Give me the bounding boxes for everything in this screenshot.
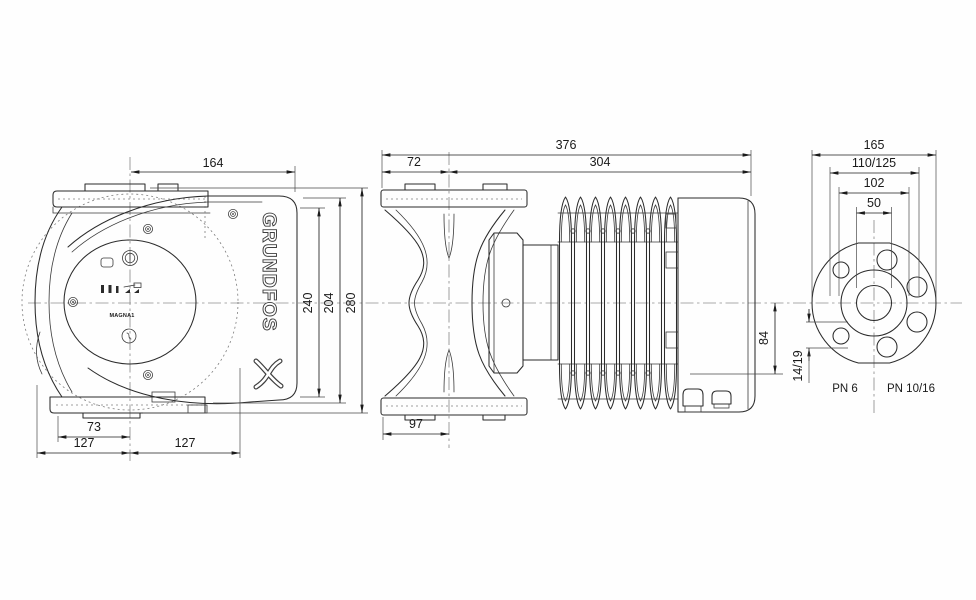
- dim-front-204: 204: [213, 197, 346, 404]
- dim-front-73: 73: [57, 416, 131, 442]
- screw-icon: [227, 208, 239, 220]
- pn10-16-label: PN 10/16: [887, 383, 935, 395]
- dim-label-14-19: 14/19: [791, 350, 805, 381]
- dim-end-102: 102: [838, 176, 910, 195]
- screw-icon: [142, 223, 154, 235]
- dim-front-240: 240: [300, 207, 325, 398]
- dim-label-73: 73: [87, 420, 101, 434]
- screw-icon: [67, 296, 79, 308]
- dim-label-97: 97: [409, 417, 423, 431]
- dim-label-165: 165: [864, 138, 885, 152]
- display-icon: [100, 257, 114, 268]
- side-view: 376 72 304 97 84: [380, 138, 783, 448]
- model-label: MAGNA1: [109, 313, 134, 319]
- dim-front-280: 280: [143, 187, 368, 414]
- side-bottom-foot: [380, 397, 528, 421]
- dim-front-127-left: 127: [36, 385, 131, 458]
- bolt-holes: [832, 249, 928, 358]
- dim-side-97: 97: [382, 417, 450, 440]
- dim-end-50: 50: [856, 196, 892, 215]
- end-extension-lines: [811, 150, 937, 300]
- dim-label-102: 102: [864, 176, 885, 190]
- pn6-label: PN 6: [832, 383, 858, 395]
- setting-icons: [123, 282, 142, 293]
- led-bars-icon: [101, 285, 119, 293]
- dim-side-72: 72: [381, 155, 450, 174]
- dim-label-376: 376: [556, 138, 577, 152]
- cable-gland-icon: [711, 390, 732, 409]
- front-bottom-foot: [49, 396, 206, 419]
- dim-label-110-125: 110/125: [852, 156, 896, 170]
- dim-label-164: 164: [203, 156, 224, 170]
- dim-front-164: 164: [130, 156, 296, 192]
- side-top-flange: [380, 183, 528, 208]
- top-button-icon: [122, 250, 138, 266]
- side-end-cap: [677, 197, 756, 413]
- dim-label-50: 50: [867, 196, 881, 210]
- grundfos-x-logo-icon: [253, 358, 284, 390]
- dim-label-127-left: 127: [74, 436, 95, 450]
- flange-outline: [811, 242, 937, 364]
- front-volute-body: [34, 206, 73, 398]
- control-panel: MAGNA1: [63, 239, 197, 365]
- dim-side-304: 304: [448, 155, 752, 174]
- dim-label-72: 72: [407, 155, 421, 169]
- dim-side-84: 84: [690, 302, 783, 375]
- control-box-outline: [67, 195, 298, 414]
- dim-label-280: 280: [344, 293, 358, 314]
- dim-label-304: 304: [590, 155, 611, 169]
- dim-side-376: 376: [381, 138, 752, 196]
- bottom-button-icon: [121, 328, 137, 344]
- dim-label-240: 240: [301, 293, 315, 314]
- dim-front-127-right: 127: [129, 368, 241, 458]
- side-pump-head: [488, 232, 559, 374]
- side-volute-profile: [384, 209, 515, 397]
- dim-end-110-125: 110/125: [829, 156, 920, 175]
- dim-label-204: 204: [322, 293, 336, 314]
- grundfos-logo-text: GRUNDFOS: [258, 212, 280, 332]
- dim-end-165: 165: [811, 138, 937, 157]
- front-top-flange: [52, 183, 211, 240]
- end-view: 165 110/125 102 50 14/19 PN 6 PN 10/16: [791, 138, 937, 416]
- dim-label-84: 84: [757, 331, 771, 345]
- dim-label-127-right: 127: [175, 436, 196, 450]
- screw-icon: [142, 369, 154, 381]
- cable-gland-icon: [682, 388, 704, 413]
- hidden-housing-circle: [21, 193, 239, 411]
- dim-end-14-19: 14/19: [791, 309, 848, 383]
- front-view: MAGNA1 GRUNDFOS 164: [21, 156, 368, 461]
- side-stator-fins: [557, 196, 679, 410]
